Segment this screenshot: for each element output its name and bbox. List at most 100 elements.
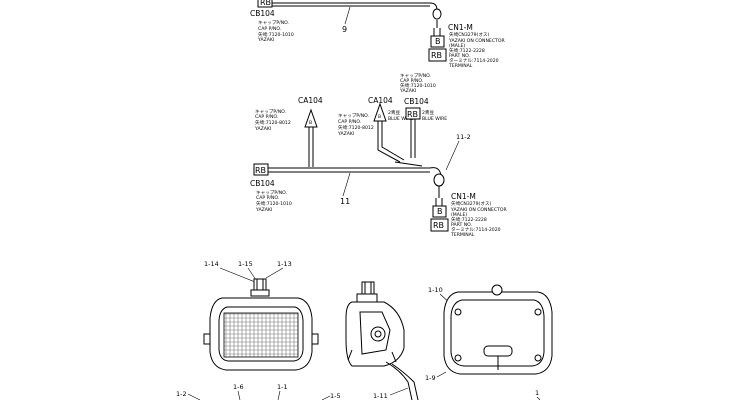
mid-cap-top-en: CAP P/NO.: [400, 78, 423, 84]
lamp-side-view: 1-11: [345, 281, 419, 400]
top-harness: RB CB104 9 キャップP/NO. CAP P/NO. 矢崎:7120-1…: [250, 0, 505, 69]
callout-1-6-leader: [237, 390, 241, 400]
color-2-label: 2青豆: [388, 109, 401, 116]
lamp-front-leaders: [219, 267, 284, 283]
mid-cn-line5: PART NO.: [451, 222, 472, 228]
top-cb104-label: CB104: [250, 9, 275, 18]
mid-cap-top-pn: 矢崎:7120-1010: [400, 82, 436, 89]
lamp-side-tab-right: [311, 333, 319, 345]
mid-cn-rb-box: [430, 218, 449, 232]
mount-bolt-lines: [256, 279, 264, 291]
callout-1-6: 1-6: [233, 383, 244, 391]
top-cn-line7: TERMINAL: [448, 63, 473, 69]
top-cn-line5: PART NO.: [449, 53, 470, 59]
mid-cap-mid-jp: キャップP/NO.: [338, 113, 369, 119]
callout-1-11-leader: [389, 387, 409, 396]
callout-1-9: 1-9: [425, 374, 436, 382]
color-2b-label: 2青豆: [422, 109, 435, 116]
mid-cap-bottom-en: CAP P/NO.: [256, 195, 279, 201]
cb104-right-label: CB104: [404, 97, 429, 106]
bracket-11-2-leader: [445, 140, 460, 171]
ca104-right-cap: [373, 102, 387, 122]
color-2-en: BLUE WIRE: [388, 116, 413, 122]
callout-1-2: 1-2: [176, 390, 187, 398]
mid-cn-line6: ターミナル:7114-2020: [451, 226, 501, 233]
mid-drop-wire-2: [435, 198, 443, 206]
callout-1-13: 1-13: [277, 260, 292, 268]
top-cap-en: CAP P/NO.: [258, 26, 281, 32]
callout-1-5-leader: [321, 395, 331, 400]
rear-inner-rim: [450, 299, 545, 367]
side-cord-2: [391, 363, 419, 400]
cb104-left-label: CB104: [250, 179, 275, 188]
side-bracket: [359, 311, 391, 355]
mid-cap-bottom-maker: YAZAKI: [255, 207, 272, 213]
top-cn-b: B: [435, 37, 441, 46]
callout-1-9-leader: [436, 371, 447, 378]
mid-cap-mid-maker: YAZAKI: [337, 131, 354, 137]
ca104-left-cap: [304, 108, 318, 128]
mid-cn-line1: 矢崎CN3279(オス): [451, 200, 492, 207]
top-cn-line1: 矢崎CN3279(オス): [449, 31, 490, 38]
lamp-front-view: 1-14 1-15 1-13: [203, 260, 319, 371]
mid-harness-merge: [394, 161, 423, 167]
bracket-11-2-label: 11-2: [456, 133, 471, 141]
side-bolt: [361, 281, 375, 295]
mid-cn-b: B: [437, 207, 443, 216]
lamp-side-tab-left: [203, 333, 211, 345]
rear-screw-tr: [534, 308, 542, 316]
callout-1-15: 1-15: [238, 260, 253, 268]
mid-cn-line4: 矢崎:7122-2228: [451, 216, 487, 223]
mid-cn-line2: YAZAKI ON CONNECTOR: [450, 207, 507, 213]
middle-harness: キャップP/NO. CAP P/NO. 矢崎:7120-1010 YAZAKI …: [250, 73, 507, 238]
branch-right-wire: [410, 119, 416, 158]
top-wire-leader: [344, 6, 351, 25]
mid-cap-top-jp: キャップP/NO.: [400, 73, 431, 79]
branch-left-wire: [308, 127, 314, 167]
mid-wire-number: 11: [340, 197, 350, 206]
top-cn-rb: RB: [431, 51, 442, 60]
mid-cap-left-en: CAP P/NO.: [255, 114, 278, 120]
top-cn-label: CN1-M: [448, 23, 473, 32]
mid-cap-top-maker: YAZAKI: [399, 88, 416, 94]
cb104-left-rb-box: [253, 163, 269, 176]
side-bolt-lines: [364, 282, 372, 294]
callout-1-1-leader: [277, 390, 281, 400]
top-drop-wire-2: [433, 28, 441, 36]
mid-cn-rb: RB: [433, 221, 444, 230]
top-cap-jp: キャップP/NO.: [258, 20, 289, 26]
top-wire-number: 9: [342, 25, 347, 34]
mid-grommet: [433, 173, 445, 187]
ca104-left-label: CA104: [298, 96, 323, 105]
cb104-right-rb: RB: [407, 110, 418, 119]
top-cn-b-box: [430, 35, 445, 48]
callout-1-10: 1-10: [428, 286, 443, 294]
mid-cap-left-jp: キャップP/NO.: [255, 109, 286, 115]
mid-cap-left-maker: YAZAKI: [254, 126, 271, 132]
cb104-right-rb-box: [405, 107, 421, 120]
callout-1: 1: [535, 389, 539, 397]
top-cn-line6: ターミナル:7114-2020: [449, 57, 499, 64]
top-grommet: [432, 8, 442, 20]
callout-1-5: 1-5: [330, 392, 341, 400]
mid-cap-left-pn: 矢崎:7120-8012: [255, 119, 291, 126]
mid-cn-b-box: [432, 205, 447, 218]
color-2b-en: BLUE WIRE: [422, 116, 447, 122]
callout-1-14: 1-14: [204, 260, 219, 268]
side-nut: [356, 293, 378, 303]
mount-nut: [250, 289, 270, 297]
callout-1-11: 1-11: [373, 392, 388, 400]
lamp-bezel: [218, 306, 304, 362]
rear-top-mount: [491, 284, 503, 296]
mid-cn-line7: TERMINAL: [450, 232, 475, 238]
top-cb-connector-label: RB: [260, 0, 271, 7]
top-cap-maker: YAZAKI: [257, 37, 274, 43]
lamp-lens: [223, 312, 299, 358]
top-cn-line4: 矢崎:7122-2228: [449, 47, 485, 54]
side-cord: [385, 361, 413, 400]
rear-cable-gland: [483, 345, 513, 357]
mount-bolt: [253, 278, 267, 292]
rear-screw-bl: [454, 354, 462, 362]
ca104-right-label: CA104: [368, 96, 393, 105]
